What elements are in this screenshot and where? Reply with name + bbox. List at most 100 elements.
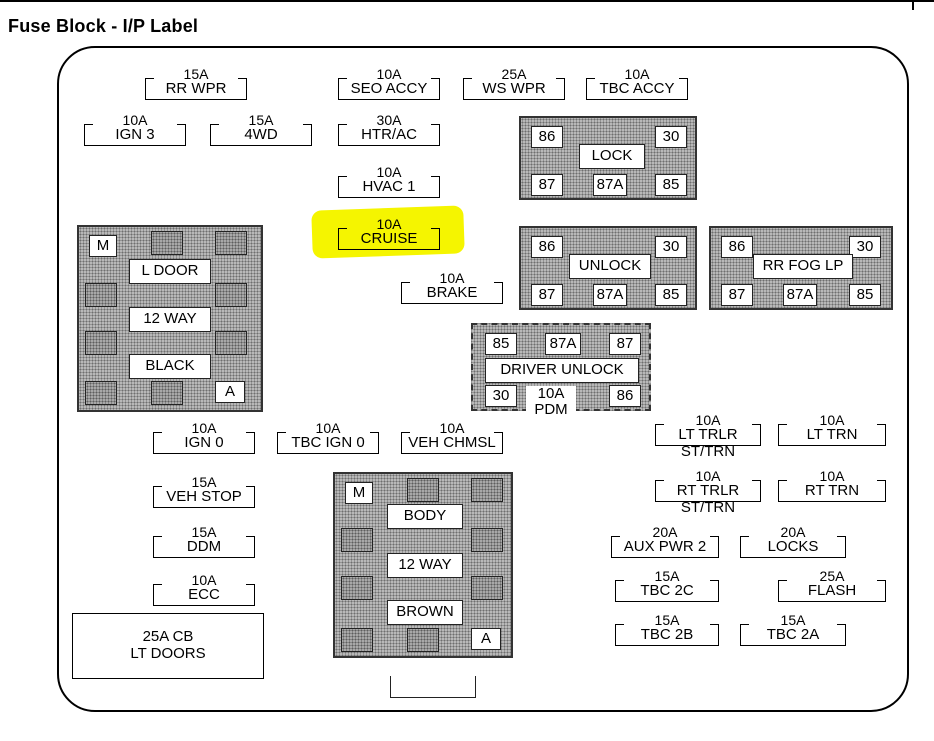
connector-pin	[151, 231, 183, 255]
fuse-amp: 10A	[819, 468, 845, 484]
fuse-name: TBC ACCY	[599, 80, 675, 97]
fuse-cruise[interactable]: 10A CRUISE	[338, 217, 440, 250]
pin-30: 30	[655, 126, 687, 148]
pdm-name: PDM	[534, 401, 568, 418]
fuse-name: RT TRLR	[676, 482, 740, 499]
fuse-tbc-2b[interactable]: 15A TBC 2B	[615, 613, 719, 646]
fuse-brake[interactable]: 10A BRAKE	[401, 271, 503, 304]
relay-label: LOCK	[579, 144, 645, 169]
connector-pin	[341, 628, 373, 652]
connector-label: 12 WAY	[387, 553, 463, 578]
cb-rating: 25A CB	[142, 628, 194, 645]
black-connector[interactable]: M L DOOR 12 WAY BLACK A	[77, 225, 263, 412]
fuse-amp: 10A	[191, 572, 217, 588]
pin-a: A	[215, 381, 245, 403]
brown-connector[interactable]: M BODY 12 WAY BROWN A	[333, 472, 513, 658]
fuse-name: SEO ACCY	[350, 80, 428, 97]
fuse-amp: 10A	[695, 412, 721, 428]
fuse-ign-3[interactable]: 10A IGN 3	[84, 113, 186, 146]
fuse-amp: 15A	[183, 66, 209, 82]
fuse-rt-trlr-st-trn[interactable]: 10A RT TRLR ST/TRN	[655, 469, 761, 515]
fuse-amp: 10A	[122, 112, 148, 128]
pin-85: 85	[655, 284, 687, 306]
fuse-amp: 10A	[376, 216, 402, 232]
fuse-amp: 10A	[376, 164, 402, 180]
circuit-breaker-lt-doors[interactable]: 25A CB LT DOORS	[72, 613, 264, 679]
fuse-name: ECC	[188, 586, 220, 603]
fuse-ign-0[interactable]: 10A IGN 0	[153, 421, 255, 454]
fuse-name: TBC 2A	[766, 626, 820, 643]
pin-30: 30	[485, 385, 517, 407]
pin-30: 30	[849, 236, 881, 258]
fuse-aux-pwr-2[interactable]: 20A AUX PWR 2	[611, 525, 719, 558]
fuse-amp: 10A	[819, 412, 845, 428]
fuse-name: BRAKE	[426, 284, 478, 301]
fuse-name: CRUISE	[360, 230, 418, 247]
connector-pin	[151, 381, 183, 405]
fuse-name: IGN 0	[184, 434, 224, 451]
fuse-veh-chmsl[interactable]: 10A VEH CHMSL	[401, 421, 503, 454]
pin-85: 85	[849, 284, 881, 306]
fuse-rr-wpr[interactable]: 15A RR WPR	[145, 67, 247, 100]
fuse-ddm[interactable]: 15A DDM	[153, 525, 255, 558]
fuse-tbc-2a[interactable]: 15A TBC 2A	[740, 613, 846, 646]
fuse-hvac-1[interactable]: 10A HVAC 1	[338, 165, 440, 198]
fuse-name: RR WPR	[165, 80, 227, 97]
fuse-tbc-ign-0[interactable]: 10A TBC IGN 0	[277, 421, 379, 454]
fuse-amp: 25A	[501, 66, 527, 82]
rr-fog-lp-relay[interactable]: 86 30 RR FOG LP 87 87A 85	[709, 226, 893, 310]
pin-87a: 87A	[593, 284, 627, 306]
connector-pin	[85, 381, 117, 405]
fuse-lt-trn[interactable]: 10A LT TRN	[778, 413, 886, 446]
fuse-amp: 15A	[780, 612, 806, 628]
relay-label: DRIVER UNLOCK	[485, 358, 639, 383]
fuse-amp: 15A	[654, 568, 680, 584]
fuse-4wd[interactable]: 15A 4WD	[210, 113, 312, 146]
fuse-name: WS WPR	[482, 80, 546, 97]
fuse-amp: 15A	[191, 524, 217, 540]
fuse-amp: 10A	[315, 420, 341, 436]
fuse-name-line2: ST/TRN	[680, 443, 736, 460]
fuse-rt-trn[interactable]: 10A RT TRN	[778, 469, 886, 502]
fuse-amp: 10A	[439, 420, 465, 436]
connector-pin	[471, 478, 503, 502]
fuse-locks[interactable]: 20A LOCKS	[740, 525, 846, 558]
fuse-amp: 10A	[695, 468, 721, 484]
fuse-name: RT TRN	[804, 482, 860, 499]
pin-87: 87	[721, 284, 753, 306]
pin-87: 87	[531, 284, 563, 306]
fuse-name: FLASH	[807, 582, 857, 599]
connector-pin	[215, 331, 247, 355]
fuse-name: TBC IGN 0	[291, 434, 365, 451]
fuse-amp: 15A	[191, 474, 217, 490]
pdm-amp: 10A	[537, 385, 565, 402]
fuse-tbc-accy[interactable]: 10A TBC ACCY	[586, 67, 688, 100]
connector-pin	[407, 628, 439, 652]
connector-pin	[85, 331, 117, 355]
unlock-relay[interactable]: 86 30 UNLOCK 87 87A 85	[519, 226, 697, 310]
fuse-name: AUX PWR 2	[623, 538, 707, 555]
fuse-tbc-2c[interactable]: 15A TBC 2C	[615, 569, 719, 602]
fuse-amp: 10A	[191, 420, 217, 436]
fuse-name: IGN 3	[115, 126, 155, 143]
fuse-name: HVAC 1	[362, 178, 416, 195]
fuse-name: LT TRLR	[678, 426, 738, 443]
pin-a: A	[471, 628, 501, 650]
fuse-seo-accy[interactable]: 10A SEO ACCY	[338, 67, 440, 100]
fuse-htr-ac[interactable]: 30A HTR/AC	[338, 113, 440, 146]
fuse-ws-wpr[interactable]: 25A WS WPR	[463, 67, 565, 100]
connector-pin	[85, 283, 117, 307]
fuse-ecc[interactable]: 10A ECC	[153, 573, 255, 606]
fuse-flash[interactable]: 25A FLASH	[778, 569, 886, 602]
pdm-fuse[interactable]: 10A PDM	[526, 386, 576, 420]
fuse-name: DDM	[186, 538, 222, 555]
connector-label: 12 WAY	[129, 307, 211, 332]
fuse-amp: 15A	[248, 112, 274, 128]
top-border-line	[0, 0, 934, 2]
pin-86: 86	[609, 385, 641, 407]
fuse-amp: 15A	[654, 612, 680, 628]
fuse-lt-trlr-st-trn[interactable]: 10A LT TRLR ST/TRN	[655, 413, 761, 459]
lock-relay[interactable]: 86 30 LOCK 87 87A 85	[519, 116, 697, 200]
connector-pin	[407, 478, 439, 502]
fuse-veh-stop[interactable]: 15A VEH STOP	[153, 475, 255, 508]
